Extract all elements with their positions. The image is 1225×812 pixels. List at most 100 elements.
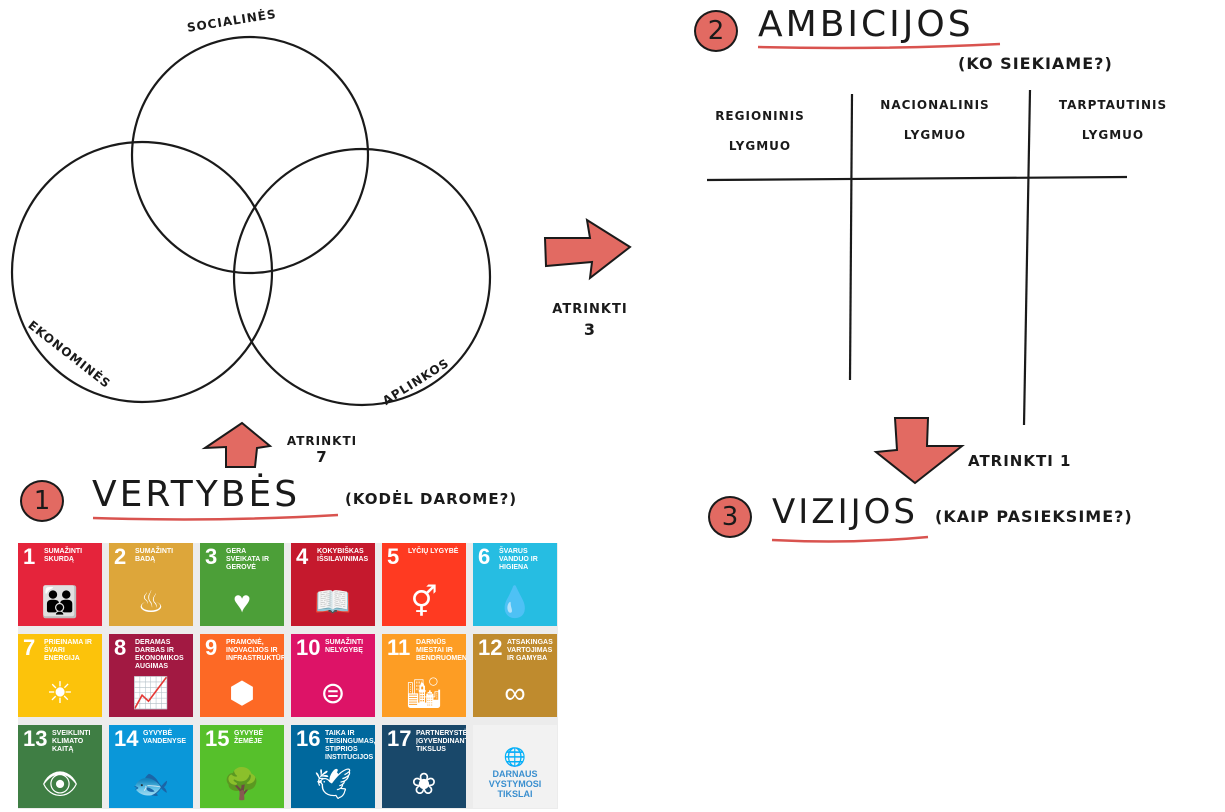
heartbeat-icon: ♥ [233, 586, 251, 619]
sdg-logo-line1: DARNAUS [492, 769, 538, 779]
sdg-tile-number: 1 [23, 544, 36, 569]
sdg-tile-number: 14 [114, 726, 139, 751]
sdg-tile-label: GERA SVEIKATA IR GEROVĖ [226, 548, 270, 571]
sdg-tile-number: 6 [478, 544, 491, 569]
ambitions-col-regional-line2: LYGMUO [728, 139, 792, 153]
values-underline [92, 513, 339, 521]
infinity-icon: ∞ [504, 677, 526, 710]
sdg-tile-label: KOKYBIŠKAS IŠSILAVINIMAS [317, 548, 369, 563]
arrow-right-label: ATRINKTI 3 [542, 300, 638, 340]
tree-icon: 🌳 [223, 768, 261, 801]
arrow-right-label-line1: ATRINKTI [552, 302, 628, 317]
ambitions-col-international-line1: TARPTAUTINIS [1058, 98, 1168, 112]
sdg-tile-14: 14 GYVYBĖ VANDENYSE 🐟 [109, 725, 193, 808]
table-col-divider-2 [1022, 89, 1032, 426]
visions-title: VIZIJOS [772, 492, 918, 532]
venn-circle-economic [10, 140, 274, 404]
sdg-tile-label: SUMAŽINTI SKURDĄ [44, 548, 83, 563]
eye-globe-icon: 👁 [40, 768, 80, 801]
ambitions-col-national: NACIONALINIS LYGMUO [860, 86, 1010, 154]
un-emblem-icon: 🌐 [503, 747, 527, 767]
venn-circle-environmental [232, 147, 492, 407]
sdg-tile-label: SUMAŽINTI BADĄ [135, 548, 174, 563]
sdg-tile-number: 7 [23, 635, 36, 660]
sdg-tile-label: SUMAŽINTI NELYGYBĘ [325, 639, 364, 654]
sdg-tile-number: 4 [296, 544, 309, 569]
sdg-logo-line3: TIKSLAI [497, 789, 533, 799]
water-icon: 💧 [496, 586, 534, 619]
sdg-tile-label: PRIEINAMA IR ŠVARI ENERGIJA [44, 639, 92, 662]
arrow-up-label-line2: 7 [316, 448, 328, 466]
sdg-tile-number: 16 [296, 726, 321, 751]
city-icon: 🏙 [404, 677, 444, 710]
sdg-tile-4: 4 KOKYBIŠKAS IŠSILAVINIMAS 📖 [291, 543, 375, 626]
sdg-tile-label: ATSAKINGAS VARTOJIMAS IR GAMYBA [507, 639, 553, 662]
bowl-icon: ♨ [137, 586, 165, 619]
ambitions-col-national-line1: NACIONALINIS [880, 98, 990, 112]
sdg-tile-label: GYVYBĖ ŽEMĖJE [234, 730, 264, 745]
ambitions-subtitle: (KO SIEKIAME?) [958, 54, 1113, 73]
sdg-tile-label: LYČIŲ LYGYBĖ [408, 548, 459, 555]
ambitions-col-regional: REGIONINIS LYGMUO [690, 97, 830, 165]
sdg-tile-label: SVEIKLINTI KLIMATO KAITĄ [52, 730, 91, 753]
dove-icon: 🕊 [313, 768, 353, 801]
gender-icon: ⚥ [410, 586, 438, 619]
ambitions-number-badge: 2 [694, 10, 738, 52]
people-icon: 👪 [41, 586, 79, 619]
table-col-divider-1 [848, 93, 854, 381]
arrow-down-label: ATRINKTI 1 [968, 452, 1072, 470]
sdg-tile-5: 5 LYČIŲ LYGYBĖ ⚥ [382, 543, 466, 626]
visions-subtitle: (KAIP PASIEKSIME?) [935, 507, 1133, 526]
sdg-tile-1: 1 SUMAŽINTI SKURDĄ 👪 [18, 543, 102, 626]
sdg-tile-number: 8 [114, 635, 127, 660]
values-number-badge: 1 [20, 480, 64, 522]
ambitions-col-national-line2: LYGMUO [903, 128, 967, 142]
ambitions-col-regional-line1: REGIONINIS [715, 109, 805, 123]
visions-number-badge: 3 [708, 496, 752, 538]
sdg-tile-6: 6 ŠVARUS VANDUO IR HIGIENA 💧 [473, 543, 557, 626]
ambitions-col-international: TARPTAUTINIS LYGMUO [1038, 86, 1188, 154]
fish-icon: 🐟 [132, 768, 170, 801]
sdg-logo-line2: VYSTYMOSI [488, 779, 542, 789]
arrow-right-label-line2: 3 [583, 320, 597, 339]
equal-icon: ⊜ [320, 677, 346, 710]
sdg-tile-label: PRAMONĖ, INOVACIJOS IR INFRASTRUKTŪRA [226, 639, 284, 662]
sdg-tile-label: GYVYBĖ VANDENYSE [143, 730, 187, 745]
sdg-tile-number: 13 [23, 726, 48, 751]
sdg-tile-number: 17 [387, 726, 412, 751]
visions-underline [771, 535, 929, 543]
ambitions-underline [757, 42, 1001, 50]
venn-circle-social [130, 35, 370, 275]
sdg-tile-number: 5 [387, 544, 400, 569]
sdg-tile-label: DARNŪS MIESTAI IR BENDRUOMENĖS [416, 639, 466, 662]
rings-icon: ❀ [411, 768, 437, 801]
sdg-tile-label: TAIKA IR TEISINGUMAS, STIPRIOS INSTITUCI… [325, 730, 375, 761]
sdg-tile-15: 15 GYVYBĖ ŽEMĖJE 🌳 [200, 725, 284, 808]
arrow-up-label: ATRINKTI 7 [277, 433, 367, 465]
sdg-tile-label: DERAMAS DARBAS IR EKONOMIKOS AUGIMAS [135, 639, 184, 670]
ambitions-col-international-line2: LYGMUO [1081, 128, 1145, 142]
sdg-tile-label: ŠVARUS VANDUO IR HIGIENA [499, 548, 538, 571]
sdg-tile-number: 3 [205, 544, 218, 569]
book-icon: 📖 [314, 586, 352, 619]
values-subtitle: (KODĖL DAROME?) [345, 490, 518, 508]
sdg-tile-number: 12 [478, 635, 503, 660]
arrow-up-icon [201, 421, 273, 468]
arrow-up-label-line1: ATRINKTI [286, 434, 358, 448]
values-title: VERTYBĖS [92, 474, 301, 515]
sdg-tile-number: 15 [205, 726, 230, 751]
